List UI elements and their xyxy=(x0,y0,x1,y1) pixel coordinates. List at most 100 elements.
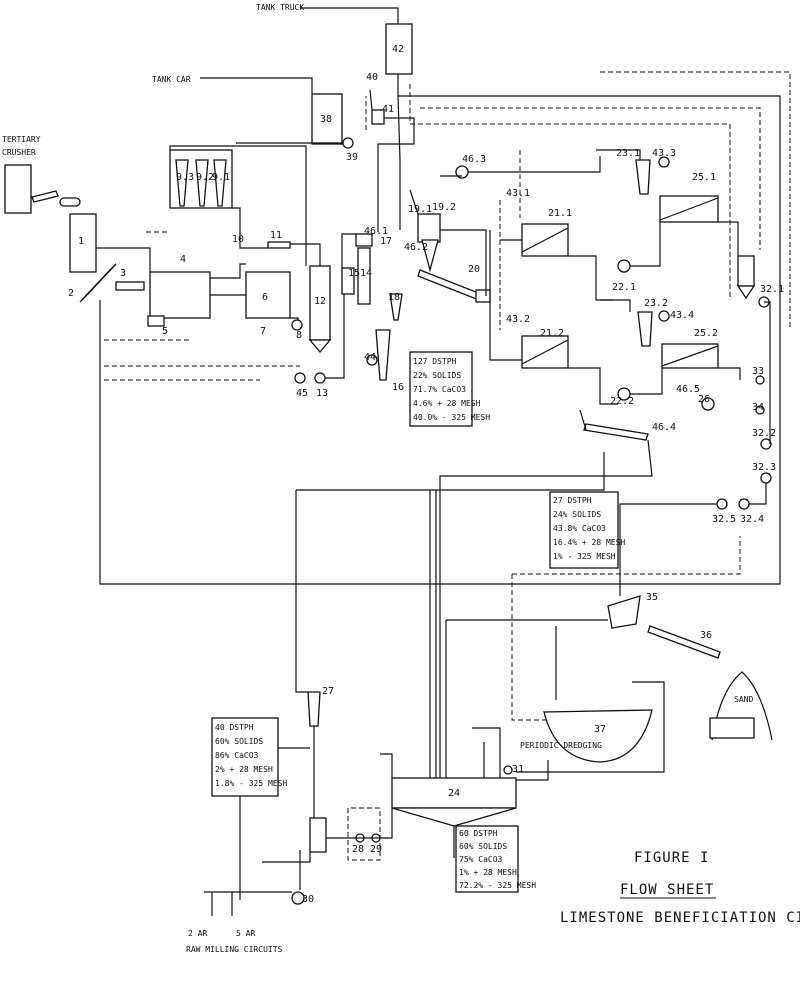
stream-1-line: 22% SOLIDS xyxy=(413,371,461,380)
tertiary-label: TERTIARY xyxy=(2,135,41,144)
unit-label: 25.1 xyxy=(692,172,716,183)
unit-20 xyxy=(475,289,491,303)
stream-4-line: 72.2% - 325 MESH xyxy=(459,881,536,890)
unit-label: 25.2 xyxy=(694,328,718,339)
unit-label: 6 xyxy=(262,292,268,303)
unit-label: 38 xyxy=(320,114,332,125)
unit-label: 3 xyxy=(120,268,126,279)
unit-36-conveyor xyxy=(647,625,721,659)
unit-label: 43.3 xyxy=(652,148,676,159)
unit-label: 30 xyxy=(302,894,314,905)
unit-24-cone xyxy=(391,807,517,827)
unit-15 xyxy=(341,267,355,295)
unit-label: 46.1 xyxy=(364,226,388,237)
unit-label: 34 xyxy=(752,402,764,413)
unit-label: 22.2 xyxy=(610,396,634,407)
unit-6-mill xyxy=(245,271,291,319)
tank-truck-label: TANK TRUCK xyxy=(256,3,304,12)
tank-car-label: TANK CAR xyxy=(152,75,191,84)
conveyor-crusher xyxy=(31,190,59,203)
conveyor-belt xyxy=(59,197,81,207)
unit-label: 37 xyxy=(594,724,606,735)
cyclone-9-3 xyxy=(175,159,189,207)
unit-label: 21.2 xyxy=(540,328,564,339)
unit-label: 16 xyxy=(392,382,404,393)
unit-label: 24 xyxy=(448,788,460,799)
unit-5 xyxy=(147,315,165,327)
unit-label: 43.4 xyxy=(670,310,694,321)
top-text: TANK TRUCK TANK CAR TERTIARY CRUSHER xyxy=(2,3,304,157)
unit-label: 32.2 xyxy=(752,428,776,439)
figure-title: FLOW SHEET xyxy=(620,882,714,898)
unit-35-screen xyxy=(607,595,641,629)
stream-1-line: 71.7% CaCO3 xyxy=(413,385,466,394)
unit-label: 36 xyxy=(700,630,712,641)
stream-box-2: 27 DSTPH 24% SOLIDS 43.8% CaCO3 16.4% + … xyxy=(549,491,625,569)
unit-42-tank xyxy=(385,23,413,75)
stream-box-4: 60 DSTPH 60% SOLIDS 75% CaCO3 1% + 28 ME… xyxy=(455,825,536,893)
sand-box xyxy=(709,717,755,739)
unit-label: 46.5 xyxy=(676,384,700,395)
unit-23-1-cyclone xyxy=(635,159,651,195)
ar5-label: 5 AR xyxy=(236,929,255,938)
unit-label: 43.2 xyxy=(506,314,530,325)
unit-45-pump xyxy=(294,372,306,384)
unit-label: 17 xyxy=(380,236,392,247)
unit-label: 11 xyxy=(270,230,282,241)
unit-label: 33 xyxy=(752,366,764,377)
unit-32-5-pump xyxy=(716,498,728,510)
unit-label: 21.1 xyxy=(548,208,572,219)
unit-22-1-pump xyxy=(617,259,631,273)
stream-4-line: 75% CaCO3 xyxy=(459,855,503,864)
unit-label: 39 xyxy=(346,152,358,163)
unit-3-screen xyxy=(115,281,145,291)
stream-2-line: 27 DSTPH xyxy=(553,496,592,505)
unit-label: 26 xyxy=(698,394,710,405)
unit-label: 46.4 xyxy=(652,422,676,433)
unit-label: 32.4 xyxy=(740,514,764,525)
unit-11-screen xyxy=(267,241,291,249)
unit-34-pump xyxy=(755,405,765,415)
stream-1-line: 4.6% + 28 MESH xyxy=(413,399,481,408)
unit-44-pump xyxy=(366,354,378,366)
unit-32-3-pump xyxy=(760,472,772,484)
unit-27-cyclone xyxy=(307,691,321,727)
unit-label: 4 xyxy=(180,254,186,265)
periodic-dredging-label: PERIODIC DREDGING xyxy=(520,741,602,750)
unit-46-2 xyxy=(421,239,439,273)
tertiary-crusher xyxy=(4,164,32,214)
unit-label: 10 xyxy=(232,234,244,245)
unit-label: 9.3 xyxy=(176,172,194,183)
stream-2-line: 24% SOLIDS xyxy=(553,510,601,519)
stream-3-line: 86% CaCO3 xyxy=(215,751,259,760)
unit-label: 23.1 xyxy=(616,148,640,159)
stream-1-line: 127 DSTPH xyxy=(413,357,457,366)
unit-label: 28 xyxy=(352,844,364,855)
unit-38-tank xyxy=(311,93,343,145)
unit-label: 19.1 xyxy=(408,204,432,215)
stream-box-3: 40 DSTPH 60% SOLIDS 86% CaCO3 2% + 28 ME… xyxy=(211,717,287,797)
unit-19-cyclone-bank xyxy=(417,213,441,243)
unit-label: 43.1 xyxy=(506,188,530,199)
unit-46-1 xyxy=(355,233,373,247)
unit-label: 32.1 xyxy=(760,284,784,295)
unit-14 xyxy=(357,247,371,305)
sand-pile xyxy=(711,671,773,741)
unit-label: 19.2 xyxy=(432,202,456,213)
dashed-lines xyxy=(104,71,791,861)
unit-31-pump xyxy=(503,765,513,775)
unit-label: 31 xyxy=(512,764,524,775)
unit-2-feeder xyxy=(79,263,117,303)
unit-label: 40 xyxy=(366,72,378,83)
unit-label: 22.1 xyxy=(612,282,636,293)
unit-43-4 xyxy=(658,310,670,322)
stream-4-line: 60 DSTPH xyxy=(459,829,498,838)
misc-text: SAND PERIODIC DREDGING 2 AR 5 AR RAW MIL… xyxy=(186,695,753,954)
unit-label: 46.3 xyxy=(462,154,486,165)
unit-label: 9.1 xyxy=(212,172,230,183)
stream-2-line: 16.4% + 28 MESH xyxy=(553,538,625,547)
unit-label: 13 xyxy=(316,388,328,399)
unit-label: 27 xyxy=(322,686,334,697)
